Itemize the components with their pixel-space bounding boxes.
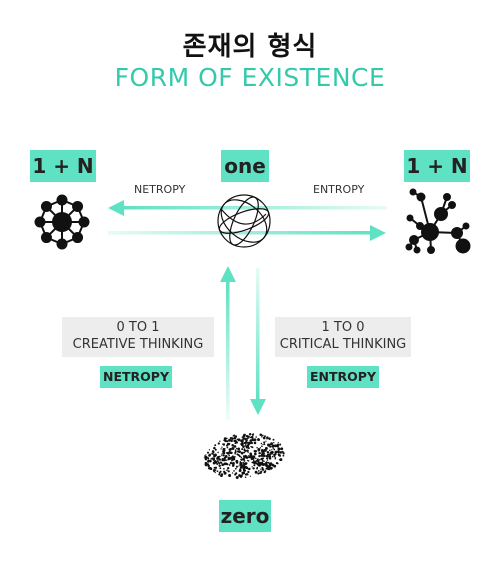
arrow-up [220, 266, 236, 420]
right-branch-tag: ENTROPY [307, 366, 379, 388]
arrow-to-right [108, 225, 386, 241]
ordered-network-icon [34, 194, 90, 250]
flow-label-left: NETROPY [130, 183, 190, 197]
left-branch-line2: CREATIVE THINKING [72, 337, 204, 352]
title-english: FORM OF EXISTENCE [114, 63, 386, 92]
right-branch-line2: CRITICAL THINKING [279, 337, 407, 352]
scattered-dots-icon [203, 432, 285, 479]
globe-sphere-icon [217, 194, 271, 248]
node-one-label: one [221, 150, 269, 182]
flow-label-right: ENTROPY [309, 183, 369, 197]
left-branch-line1: 0 TO 1 [116, 320, 160, 335]
arrow-down [250, 268, 266, 415]
right-branch-line1: 1 TO 0 [321, 320, 365, 335]
random-network-icon [405, 188, 471, 254]
node-left-label: 1 + N [30, 150, 96, 182]
node-right-label: 1 + N [404, 150, 470, 182]
right-branch-box: 1 TO 0 CRITICAL THINKING [275, 317, 411, 357]
title-korean: 존재의 형식 [182, 32, 318, 62]
node-zero-label: zero [219, 500, 271, 532]
left-branch-box: 0 TO 1 CREATIVE THINKING [62, 317, 214, 357]
left-branch-tag: NETROPY [100, 366, 172, 388]
